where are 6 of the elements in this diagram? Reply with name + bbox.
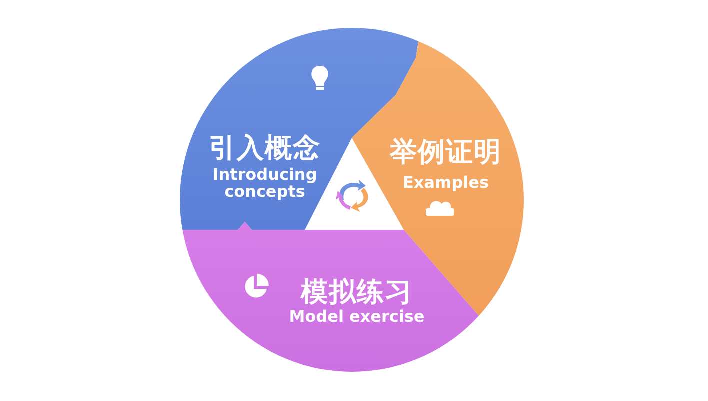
segment-title: 引入概念 (209, 132, 321, 166)
segment-subtitle: Model exercise (288, 308, 426, 325)
segment-subtitle: Examples (402, 174, 490, 191)
segment-subtitle: Introducing concepts (212, 166, 318, 200)
segment-title: 举例证明 (390, 136, 502, 170)
segment-title: 模拟练习 (301, 276, 413, 310)
